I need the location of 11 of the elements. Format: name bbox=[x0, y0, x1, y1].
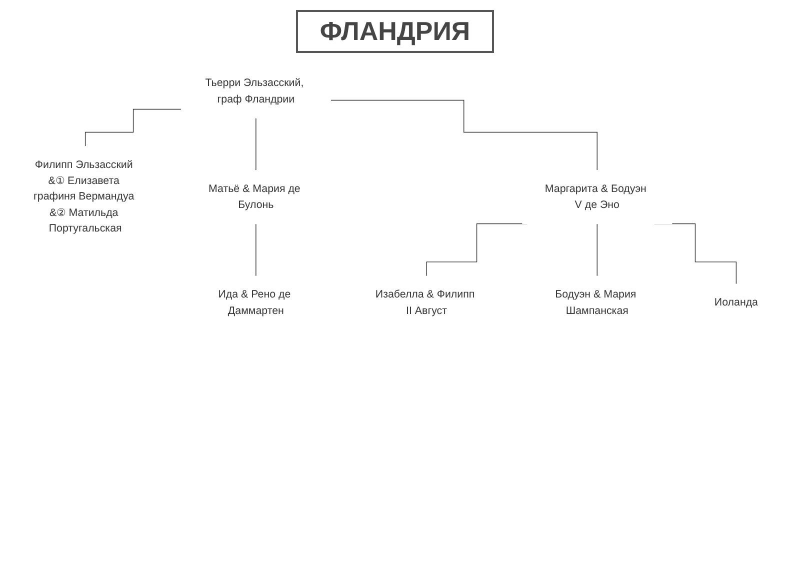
connector bbox=[596, 223, 598, 277]
node-text: Иоланда bbox=[714, 296, 758, 308]
node-text: Бодуэн & Мария Шампанская bbox=[555, 288, 636, 316]
node-text: Тьерри Эльзасский, граф Фландрии bbox=[205, 76, 304, 105]
node-text: Филипп Эльзасский &① Елизавета графиня Вермандуа &② Матильда Португальская bbox=[34, 158, 134, 235]
connector bbox=[84, 108, 182, 147]
node-text: Изабелла & Филипп II Август bbox=[375, 288, 475, 316]
title-box: ФЛАНДРИЯ bbox=[296, 10, 494, 53]
node-text: Ида & Рено де Даммартен bbox=[218, 288, 291, 316]
connector bbox=[330, 100, 598, 171]
node-text: Матьё & Мария де Булонь bbox=[208, 182, 300, 211]
